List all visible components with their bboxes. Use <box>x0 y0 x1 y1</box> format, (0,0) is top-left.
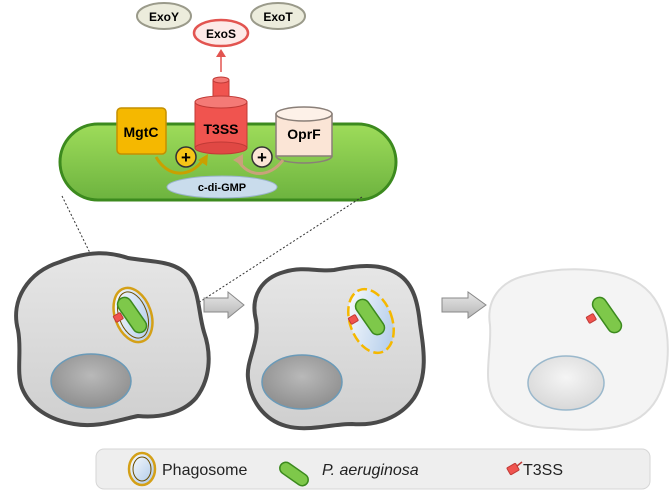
legend-bacterium-icon <box>279 461 309 487</box>
activation-arrow-right <box>233 154 285 175</box>
t3ss-marker-cell-2 <box>347 314 359 325</box>
svg-text:OprF: OprF <box>287 126 321 142</box>
svg-text:ExoT: ExoT <box>263 10 293 24</box>
effector-exoy: ExoY <box>136 2 192 30</box>
mgtc-protein: MgtC <box>116 107 167 155</box>
bacterium-released <box>591 296 623 334</box>
bacterium-in-cell-2 <box>354 298 386 336</box>
progression-arrow-1 <box>203 290 245 320</box>
svg-text:c-di-GMP: c-di-GMP <box>198 182 246 194</box>
progression-arrow-2 <box>441 291 487 319</box>
macrophage-cell-2 <box>245 264 426 431</box>
svg-text:T3SS: T3SS <box>203 121 238 137</box>
svg-text:ExoS: ExoS <box>206 27 236 41</box>
legend-phagosome-icon <box>127 451 157 487</box>
legend-phagosome-label: Phagosome <box>162 462 247 479</box>
legend-t3ss-icon <box>506 461 523 476</box>
effector-exot: ExoT <box>250 2 306 30</box>
legend-bacterium-label: P. aeruginosa <box>322 462 419 479</box>
effector-exos: ExoS <box>192 18 250 48</box>
svg-text:+: + <box>181 148 191 167</box>
plus-icon-right: + <box>251 146 273 168</box>
legend-t3ss-label: T3SS <box>523 462 563 479</box>
bacterium-in-cell-1 <box>116 296 148 334</box>
oprf-protein: OprF <box>275 106 333 164</box>
t3ss-marker-cell-3 <box>585 313 597 324</box>
legend: Phagosome P. aeruginosa T3SS <box>95 448 651 490</box>
svg-text:MgtC: MgtC <box>124 124 159 140</box>
secretion-arrow <box>216 49 226 72</box>
plus-icon-left: + <box>175 146 197 168</box>
macrophage-cell-1 <box>14 251 211 428</box>
svg-text:ExoY: ExoY <box>149 10 179 24</box>
cdigmp-label: c-di-GMP <box>166 175 278 199</box>
activation-arrow-left <box>154 154 208 175</box>
svg-text:+: + <box>257 148 267 167</box>
lysed-cell-3 <box>487 268 669 431</box>
t3ss-apparatus: T3SS <box>194 76 248 155</box>
t3ss-marker-cell-1 <box>112 312 124 323</box>
